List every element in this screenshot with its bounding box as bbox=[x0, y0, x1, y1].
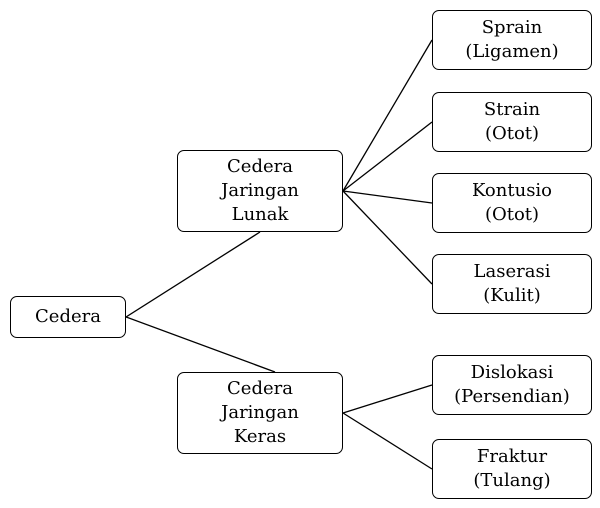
connector-soft-kontusio bbox=[342, 190, 433, 204]
node-strain: Strain (Otot) bbox=[432, 92, 592, 152]
connector-root-hard bbox=[125, 316, 276, 373]
node-cedera-jaringan-lunak: Cedera Jaringan Lunak bbox=[177, 150, 343, 232]
node-label: Cedera bbox=[35, 306, 101, 327]
connector-root-soft bbox=[125, 231, 261, 318]
connector-soft-laserasi bbox=[342, 190, 433, 285]
node-cedera-jaringan-keras: Cedera Jaringan Keras bbox=[177, 372, 343, 454]
node-dislokasi: Dislokasi (Persendian) bbox=[432, 355, 592, 415]
node-kontusio: Kontusio (Otot) bbox=[432, 173, 592, 233]
node-fraktur: Fraktur (Tulang) bbox=[432, 439, 592, 499]
node-label-line: Sprain bbox=[481, 17, 543, 38]
node-label-line: Kontusio bbox=[471, 180, 553, 201]
connector-soft-strain bbox=[342, 121, 433, 192]
node-label-line: (Persendian) bbox=[454, 386, 570, 407]
node-label-line: Keras bbox=[233, 426, 287, 447]
connector-hard-fraktur bbox=[342, 412, 433, 470]
node-label-line: Cedera bbox=[227, 378, 293, 399]
node-sprain: Sprain (Ligamen) bbox=[432, 10, 592, 70]
node-label-line: Laserasi bbox=[473, 261, 551, 282]
node-label-line: (Ligamen) bbox=[465, 41, 559, 62]
node-label-line: (Tulang) bbox=[473, 470, 551, 491]
connector-hard-dislokasi bbox=[342, 384, 433, 414]
node-cedera: Cedera bbox=[10, 296, 126, 338]
node-laserasi: Laserasi (Kulit) bbox=[432, 254, 592, 314]
node-label-line: Cedera bbox=[227, 156, 293, 177]
node-label-line: (Kulit) bbox=[483, 285, 541, 306]
node-label-line: (Otot) bbox=[484, 204, 540, 225]
node-label-line: Strain bbox=[483, 99, 541, 120]
node-label-line: (Otot) bbox=[484, 123, 540, 144]
node-label-line: Jaringan bbox=[221, 180, 299, 201]
node-label-line: Fraktur bbox=[476, 446, 548, 467]
node-label-line: Jaringan bbox=[221, 402, 299, 423]
connector-soft-sprain bbox=[342, 39, 433, 192]
node-label-line: Dislokasi bbox=[470, 362, 554, 383]
node-label-line: Lunak bbox=[231, 204, 289, 225]
